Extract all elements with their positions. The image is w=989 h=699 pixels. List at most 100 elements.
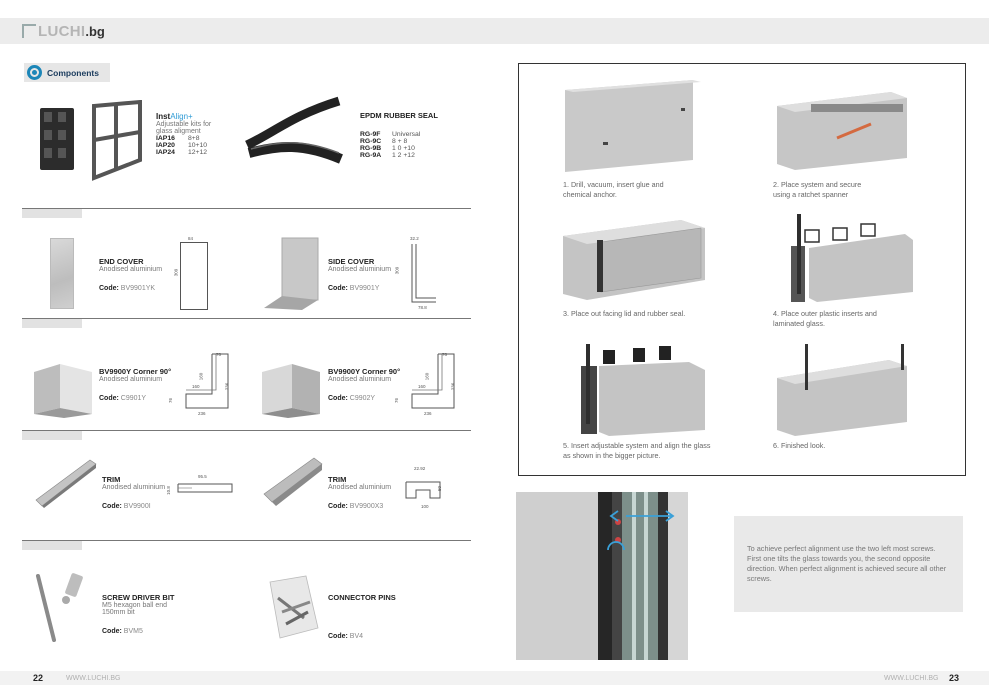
corner1-code: Code: C9901Y — [99, 395, 147, 402]
screwdriver-sub2: 150mm bit — [102, 609, 135, 616]
dimension-label: 10.8 — [165, 486, 171, 495]
trim2-sub: Anodised aluminium — [328, 484, 392, 491]
screwdriver-code: Code: BVM5 — [102, 628, 143, 635]
dimension-label: 95.5 — [198, 474, 207, 479]
dimension-label: 76 — [168, 397, 174, 404]
step2-image — [777, 92, 907, 170]
section-divider — [22, 430, 471, 431]
corner1-name: BV9900Y Corner 90° — [99, 367, 172, 376]
logo-mark-icon — [22, 24, 36, 38]
side-cover-info: SIDE COVER Anodised aluminium Code: BV99… — [328, 257, 423, 292]
corner1-sub: Anodised aluminium — [99, 376, 163, 383]
dimension-label: 160 — [424, 372, 430, 381]
end-cover-code: Code: BV9901YK — [99, 285, 156, 292]
step5-image — [581, 344, 705, 436]
end-cover-drawing — [180, 242, 208, 310]
logo: LUCHI .bg — [22, 20, 105, 42]
dimension-label: 100 — [421, 504, 429, 509]
corner2-drawing — [411, 353, 455, 409]
footer-bar — [0, 671, 989, 685]
screwdriver-name: SCREW DRIVER BIT — [102, 593, 175, 602]
side-cover-image — [264, 237, 319, 310]
right-footer-url[interactable]: WWW.LUCHI.BG — [884, 675, 939, 682]
dimension-label: 50 — [437, 485, 443, 492]
side-cover-sub: Anodised aluminium — [328, 266, 392, 273]
connector-info: CONNECTOR PINS Code: BV4 — [328, 593, 428, 640]
dimension-label: 22.92 — [414, 466, 426, 471]
end-cover-image — [50, 238, 74, 309]
dimension-label: 160 — [418, 384, 426, 389]
screwdriver-sub1: M5 hexagon ball end — [102, 602, 167, 609]
corner2-code: Code: C9902Y — [328, 395, 376, 402]
dimension-label: 76 — [394, 397, 400, 404]
dimension-label: 160 — [198, 372, 204, 381]
step6-image — [777, 344, 907, 436]
dimension-label: 160 — [192, 384, 200, 389]
instalign-desc1: Adjustable kits for — [156, 121, 212, 128]
logo-brand: LUCHI — [38, 22, 86, 40]
section-tab — [22, 319, 82, 328]
dimension-label: 76 — [442, 352, 448, 357]
corner1-image — [34, 364, 92, 418]
trim2-name: TRIM — [328, 475, 347, 484]
trim2-info: TRIM Anodised aluminium Code: BV9900X3 — [328, 475, 423, 510]
end-cover-name: END COVER — [99, 257, 144, 266]
instalign-desc2: glass aligment — [156, 128, 201, 135]
step3-text: 3. Place out facing lid and rubber seal. — [563, 309, 686, 318]
corner1-info: BV9900Y Corner 90° Anodised aluminium Co… — [99, 367, 209, 402]
end-cover-sub: Anodised aluminium — [99, 266, 163, 273]
trim1-name: TRIM — [102, 475, 121, 484]
section-divider — [22, 318, 471, 319]
gear-icon — [27, 65, 42, 80]
alignment-detail-image — [516, 492, 688, 660]
trim2-image — [263, 457, 323, 506]
dimension-label: 76 — [216, 352, 222, 357]
dimension-label: 78.8 — [418, 305, 427, 310]
trim1-sub: Anodised aluminium — [102, 484, 166, 491]
section-divider — [22, 208, 471, 209]
trim1-code: Code: BV9900I — [102, 503, 151, 510]
right-page-number: 23 — [949, 673, 960, 683]
instalign-image — [40, 100, 142, 181]
trim1-image — [35, 459, 97, 508]
trim1-drawing — [177, 483, 233, 493]
dimension-label: 236 — [424, 411, 432, 416]
dimension-label: 309 — [173, 268, 179, 277]
dimension-label: 32.2 — [410, 236, 419, 241]
instalign-title: InstAlign+ — [156, 112, 266, 121]
step4-image — [791, 214, 913, 302]
components-heading-text: Components — [47, 67, 99, 78]
dimension-label: 236 — [450, 382, 456, 391]
dimension-label: 84 — [188, 236, 194, 241]
corner2-image — [262, 364, 320, 418]
dimension-label: 236 — [224, 382, 230, 391]
step3-image — [563, 220, 705, 300]
end-cover-info: END COVER Anodised aluminium Code: BV990… — [99, 257, 194, 292]
logo-tld: .bg — [85, 23, 105, 39]
instalign-info: InstAlign+ Adjustable kits for glass ali… — [156, 112, 266, 156]
components-heading: Components — [24, 63, 110, 82]
corner1-drawing — [185, 353, 229, 409]
step6-text: 6. Finished look. — [773, 441, 826, 450]
seal-title: EPDM RUBBER SEAL — [360, 111, 438, 120]
trim2-drawing — [405, 481, 441, 499]
step1-image — [565, 80, 701, 172]
left-footer-url[interactable]: WWW.LUCHI.BG — [66, 675, 121, 682]
left-page-number: 22 — [33, 673, 44, 683]
corner2-sub: Anodised aluminium — [328, 376, 392, 383]
corner2-name: BV9900Y Corner 90° — [328, 367, 401, 376]
trim2-code: Code: BV9900X3 — [328, 503, 384, 510]
connector-name: CONNECTOR PINS — [328, 593, 396, 602]
step5-text: 5. Insert adjustable system and align th… — [563, 441, 711, 460]
connector-code: Code: BV4 — [328, 633, 364, 640]
section-divider — [22, 540, 471, 541]
side-cover-name: SIDE COVER — [328, 257, 375, 266]
